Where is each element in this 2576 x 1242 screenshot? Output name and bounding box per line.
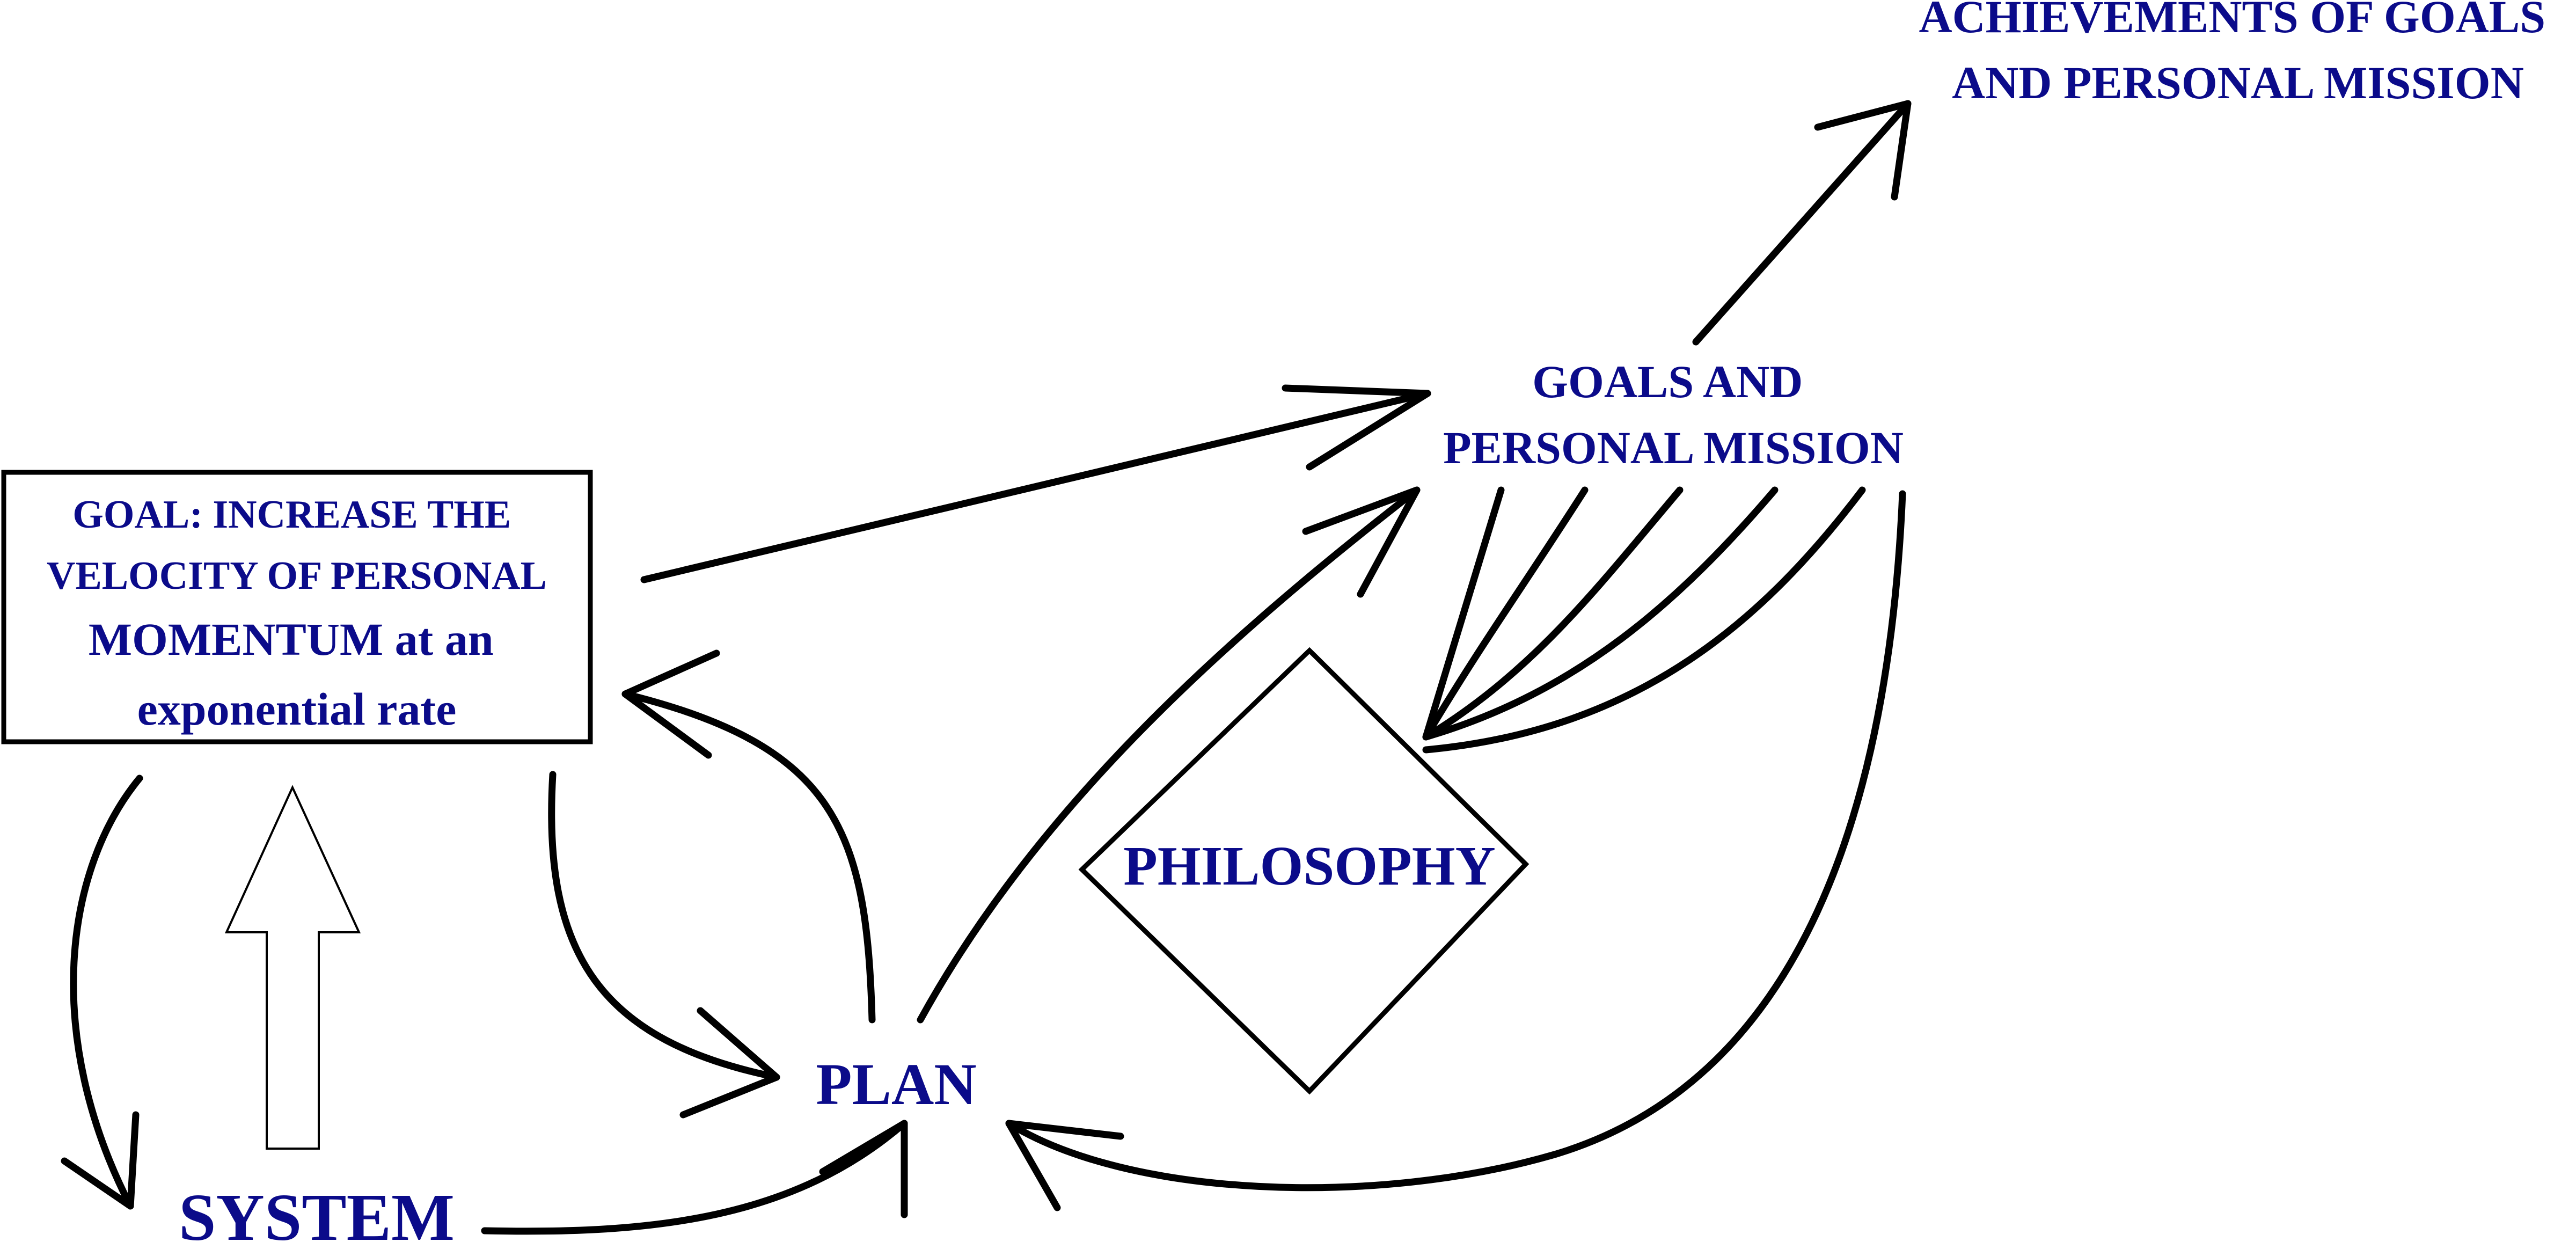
achievements-label: ACHIEVEMENTS OF GOALS AND PERSONAL MISSI… bbox=[1919, 0, 2557, 108]
arrow-plan-to-goal bbox=[621, 649, 876, 1024]
plan-label: PLAN bbox=[816, 1051, 976, 1117]
system-to-goal-hollow-arrow bbox=[224, 785, 361, 1150]
achievements-line-2: AND PERSONAL MISSION bbox=[1952, 57, 2524, 108]
goal-box-label: GOAL: INCREASE THE VELOCITY OF PERSONAL bbox=[47, 493, 547, 598]
philosophy-diamond[interactable] bbox=[1078, 647, 1529, 1095]
goals-mission-label: GOALS AND PERSONAL MISSION bbox=[1443, 356, 1904, 473]
arrow-system-to-plan bbox=[481, 1120, 908, 1235]
goals-mission-line-2: PERSONAL MISSION bbox=[1443, 422, 1904, 473]
goal-box-line-1: GOAL: INCREASE THE bbox=[72, 493, 511, 537]
arrow-plan-to-goals-mission bbox=[917, 486, 1421, 1024]
philosophy-label: PHILOSOPHY bbox=[1123, 835, 1495, 897]
arrows-goals-mission-to-philosophy bbox=[1422, 486, 1866, 754]
goal-box-line-3: MOMENTUM at an bbox=[89, 613, 494, 665]
arrow-goal-to-system bbox=[61, 775, 143, 1210]
goal-box-label-large: MOMENTUM at an exponential rate bbox=[89, 613, 505, 735]
goal-box-line-2: VELOCITY OF PERSONAL bbox=[47, 554, 547, 598]
goal-box[interactable] bbox=[1, 470, 593, 744]
goals-mission-line-1: GOALS AND bbox=[1532, 356, 1803, 407]
goal-box-line-4: exponential rate bbox=[137, 683, 457, 735]
arrow-goals-mission-to-achievements bbox=[1692, 100, 1912, 346]
arrow-goal-to-plan bbox=[548, 771, 780, 1119]
achievements-line-1: ACHIEVEMENTS OF GOALS bbox=[1919, 0, 2545, 42]
arrow-goal-to-goals-mission bbox=[640, 384, 1431, 583]
system-label: SYSTEM bbox=[179, 1181, 455, 1242]
arrow-goals-mission-to-plan bbox=[1005, 490, 1906, 1211]
